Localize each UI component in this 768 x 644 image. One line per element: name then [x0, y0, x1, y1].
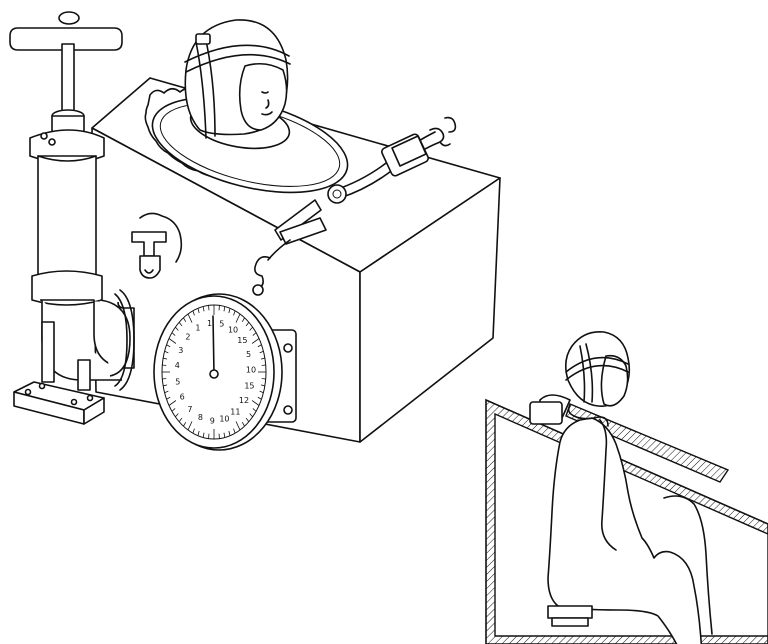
dial-tick — [178, 417, 183, 423]
pump-stand — [13, 321, 105, 425]
dial-tick — [241, 421, 245, 427]
dial-tick — [164, 350, 169, 354]
dial-tick — [261, 378, 266, 380]
dial-tick — [259, 390, 264, 394]
dial-tick — [162, 378, 167, 380]
dial-tick — [251, 400, 260, 406]
dial-tick — [183, 421, 187, 427]
dial-tick — [260, 357, 265, 360]
dial-tick — [241, 317, 245, 323]
dial-number: 5 — [175, 377, 180, 386]
dial-number: 1 — [195, 323, 200, 332]
dial-tick — [187, 421, 193, 431]
dial-tick — [228, 308, 231, 314]
dial-tick — [202, 306, 205, 312]
dial-number: 7 — [187, 405, 192, 414]
dial-tick — [245, 417, 250, 423]
dial-tick — [175, 413, 179, 418]
dial-tick — [251, 338, 260, 344]
dial-tick — [164, 390, 169, 394]
box-right-face — [359, 177, 501, 443]
dial-tick — [235, 421, 241, 431]
dial-tick — [166, 344, 171, 348]
dial-tick — [197, 308, 200, 314]
dial-tick — [233, 428, 236, 434]
dial-tick — [168, 338, 177, 344]
dial-number: 3 — [178, 346, 183, 355]
dial-tick — [171, 408, 176, 412]
dial-tick — [187, 313, 193, 323]
seated-figure — [547, 417, 703, 644]
dial-tick — [245, 321, 250, 327]
dial-tick — [183, 317, 187, 323]
dial-number: 2 — [185, 333, 190, 342]
pump-handle-icon — [9, 11, 135, 391]
dial-tick — [252, 332, 257, 336]
dial-tick — [257, 344, 262, 348]
dial-tick — [223, 306, 226, 312]
dial-tick — [171, 332, 176, 336]
dial-number: 5 — [219, 320, 224, 329]
dial-tick — [257, 396, 262, 400]
clamp-icon — [252, 116, 457, 296]
dial-number: 10 — [246, 366, 256, 375]
dial-number: 10 — [228, 326, 238, 335]
dial-number: 5 — [246, 350, 251, 359]
dial-tick — [163, 357, 168, 360]
dial-tick — [175, 326, 179, 331]
helmet-icon — [184, 19, 291, 139]
dial-tick — [233, 310, 236, 316]
dial-tick — [197, 430, 200, 436]
dial-tick — [163, 384, 168, 387]
dial-tick — [223, 432, 226, 438]
dial-tick — [259, 350, 264, 354]
dial-tick — [235, 313, 241, 323]
dial-number: 15 — [237, 336, 247, 345]
dial-tick — [249, 326, 253, 331]
dial-number: 9 — [210, 416, 215, 425]
dial-tick — [178, 321, 183, 327]
cross-section-inset — [485, 330, 768, 644]
dial-tick — [261, 364, 266, 366]
dial-number: 4 — [175, 361, 180, 370]
dial-tick — [192, 428, 195, 434]
dial-number: 8 — [198, 413, 203, 422]
dial-number: 10 — [219, 415, 229, 424]
dial-tick — [249, 413, 253, 418]
dial-number: 1 — [207, 319, 212, 328]
dial-tick — [252, 408, 257, 412]
dial-tick — [228, 430, 231, 436]
dial-tick — [166, 396, 171, 400]
dial-number: 15 — [244, 382, 254, 391]
dial-number: 6 — [180, 392, 185, 401]
dial-tick — [192, 310, 195, 316]
dial-tick — [168, 400, 177, 406]
valve-icon — [131, 212, 183, 279]
dial-tick — [202, 432, 205, 438]
dial-tick — [162, 364, 167, 366]
dial-tick — [260, 384, 265, 387]
dial-number: 12 — [239, 396, 249, 405]
dial-number: 11 — [230, 407, 240, 416]
